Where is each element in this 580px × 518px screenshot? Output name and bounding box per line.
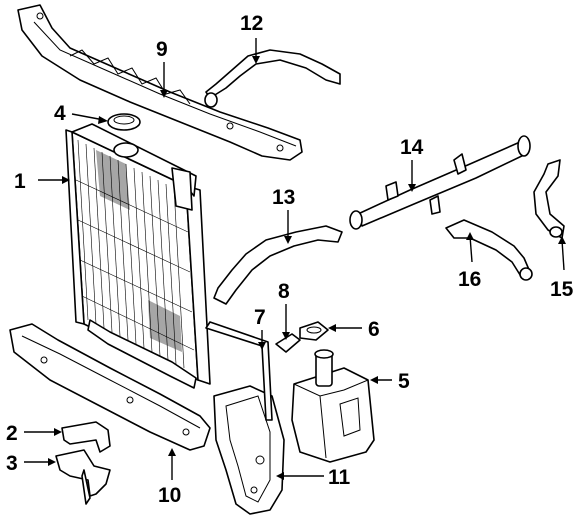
coolant-reservoir[interactable]: [291, 349, 375, 463]
callout-6: 6: [368, 318, 380, 341]
callout-3: 3: [6, 452, 18, 475]
lower-hose[interactable]: [213, 225, 343, 305]
callout-7: 7: [254, 306, 266, 329]
callout-15: 15: [550, 278, 574, 301]
callout-2: 2: [6, 422, 18, 445]
radiator-cap[interactable]: [107, 113, 141, 131]
callout-13: 13: [272, 186, 295, 209]
callout-14: 14: [400, 136, 424, 159]
callout-16: 16: [458, 268, 481, 291]
callout-12: 12: [240, 12, 263, 35]
callout-9: 9: [156, 38, 168, 61]
callout-10: 10: [158, 484, 181, 507]
insulator[interactable]: [61, 421, 111, 453]
hose-clamp[interactable]: [275, 333, 301, 353]
callout-4: 4: [54, 102, 66, 125]
radiator[interactable]: [65, 123, 211, 389]
reservoir-cap[interactable]: [299, 321, 329, 341]
callout-1: 1: [14, 170, 26, 193]
upper-support[interactable]: [17, 4, 303, 161]
upper-hose[interactable]: [204, 49, 341, 108]
leader-lines: [24, 38, 566, 480]
reservoir-bracket[interactable]: [213, 385, 285, 515]
lower-support[interactable]: [9, 323, 211, 451]
mount-bracket[interactable]: [55, 449, 111, 505]
callout-5: 5: [398, 370, 410, 393]
water-pipe[interactable]: [349, 135, 531, 230]
callout-11: 11: [328, 466, 351, 489]
callout-8: 8: [278, 280, 290, 303]
heater-hose[interactable]: [533, 159, 565, 239]
